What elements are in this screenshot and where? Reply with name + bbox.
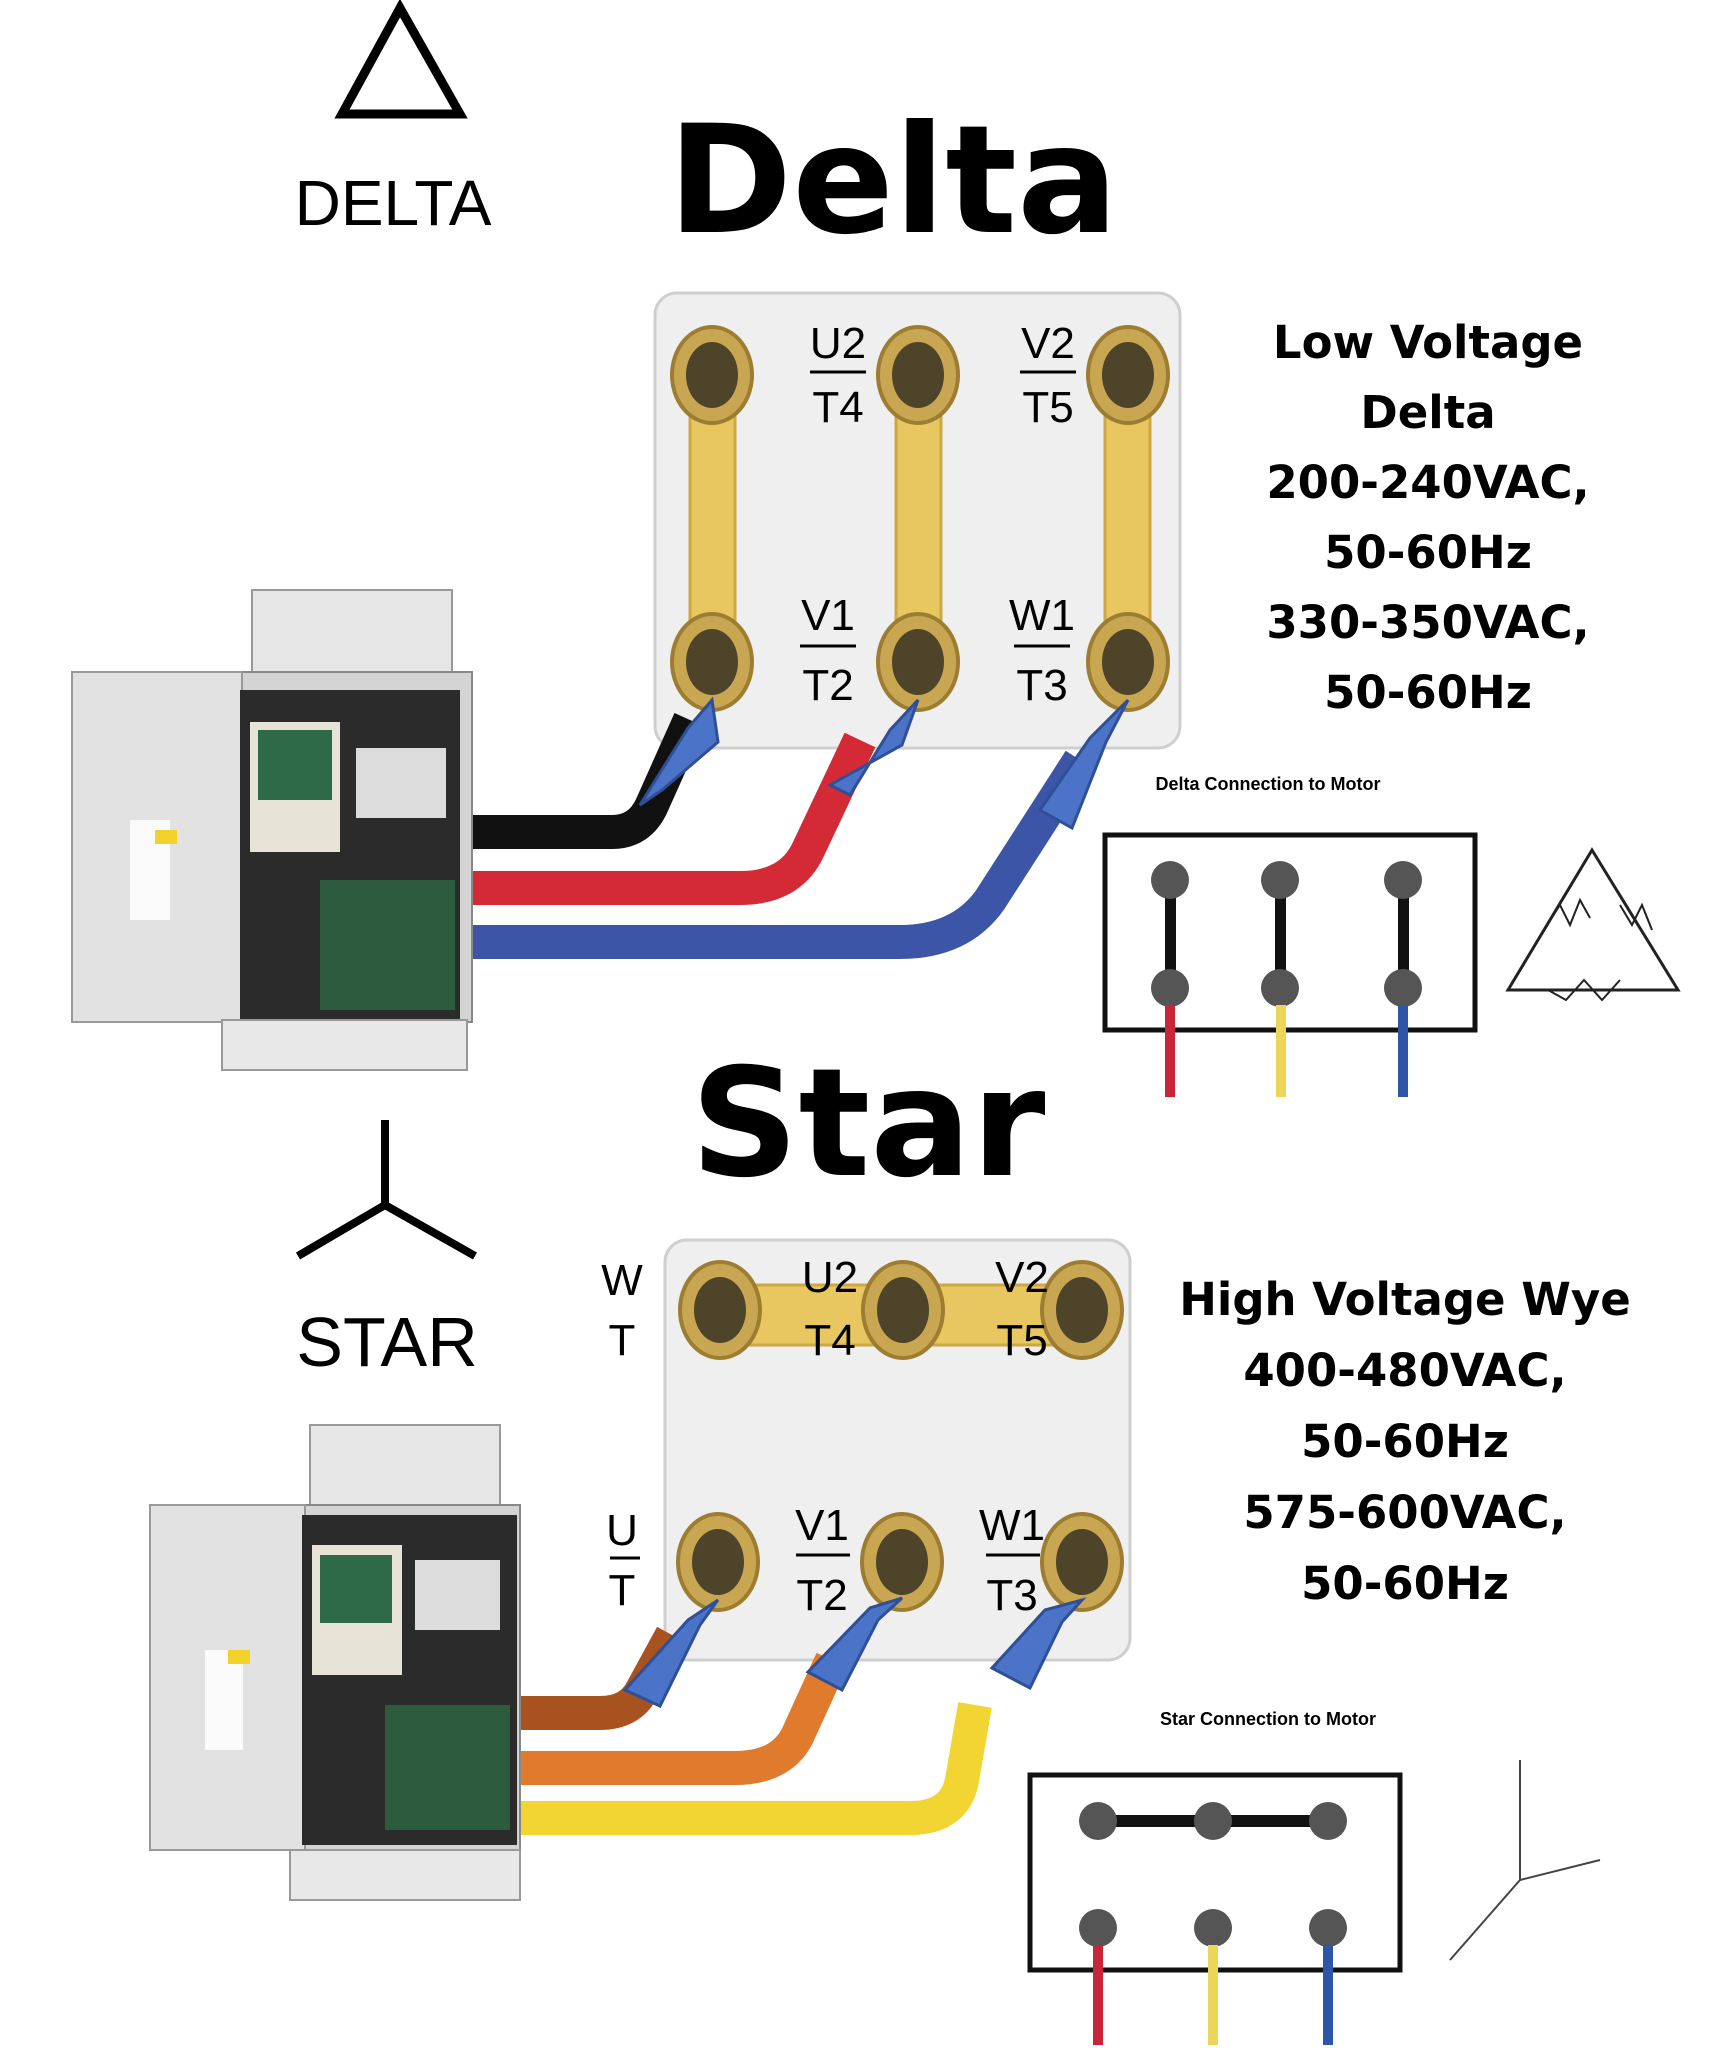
svg-text:50-60Hz: 50-60Hz — [1301, 1415, 1509, 1468]
delta-lug-1 — [638, 696, 720, 807]
svg-text:T5: T5 — [1022, 383, 1073, 432]
delta-terminal-bottom-3 — [1086, 612, 1170, 712]
star-label-v1-t2: V1 T2 — [795, 1501, 850, 1620]
star-lug-3 — [989, 1597, 1087, 1691]
delta-mini-caption: Delta Connection to Motor — [1156, 774, 1381, 794]
svg-text:U: U — [606, 1506, 638, 1555]
svg-text:V2: V2 — [995, 1253, 1049, 1302]
delta-terminal-top-1 — [670, 325, 754, 425]
star-section: STAR Star W T U T — [149, 1037, 1631, 2045]
star-terminal-bottom-1 — [676, 1512, 760, 1612]
svg-text:W: W — [601, 1256, 643, 1305]
svg-text:Delta: Delta — [1360, 386, 1495, 439]
delta-wire-black — [470, 713, 706, 849]
star-side-labels: W T U T — [601, 1256, 643, 1615]
delta-terminal-top-3 — [1086, 325, 1170, 425]
delta-label-v1-t2: V1 T2 — [800, 591, 856, 710]
svg-text:T: T — [609, 1316, 636, 1365]
svg-text:U2: U2 — [802, 1253, 858, 1302]
svg-text:50-60Hz: 50-60Hz — [1324, 666, 1532, 719]
star-terminal-bottom-3 — [1040, 1512, 1124, 1612]
delta-title: Delta — [668, 94, 1119, 268]
star-wire-yellow — [520, 1702, 992, 1835]
star-symbol-icon — [295, 1120, 477, 1260]
svg-text:High Voltage Wye: High Voltage Wye — [1179, 1273, 1630, 1326]
delta-lug-2 — [826, 698, 920, 797]
delta-label-w1-t3: W1 T3 — [1009, 591, 1075, 710]
delta-wire-blue — [470, 750, 1095, 959]
star-label-w1-t3: W1 T3 — [979, 1501, 1045, 1620]
svg-text:T3: T3 — [986, 1571, 1037, 1620]
star-label-v2-t5: V2 T5 — [995, 1253, 1049, 1365]
delta-wire-red — [470, 732, 876, 905]
delta-lug-3 — [1037, 698, 1130, 831]
star-spec-text: High Voltage Wye 400-480VAC, 50-60Hz 575… — [1179, 1273, 1630, 1610]
star-terminal-top-2 — [861, 1260, 945, 1360]
delta-symbol-icon — [334, 0, 468, 119]
delta-vfd-drive — [71, 589, 473, 1071]
star-terminal-bottom-2 — [860, 1512, 944, 1612]
svg-text:400-480VAC,: 400-480VAC, — [1243, 1344, 1566, 1397]
svg-text:V2: V2 — [1021, 319, 1075, 368]
star-symbol-label: STAR — [296, 1303, 478, 1381]
svg-text:50-60Hz: 50-60Hz — [1324, 526, 1532, 579]
svg-text:T4: T4 — [812, 383, 863, 432]
delta-terminal-bottom-1 — [670, 612, 754, 712]
svg-text:W1: W1 — [1009, 591, 1075, 640]
delta-section: DELTA Delta — [71, 0, 1681, 1097]
svg-text:V1: V1 — [795, 1501, 849, 1550]
svg-text:T3: T3 — [1016, 661, 1067, 710]
delta-spec-text: Low Voltage Delta 200-240VAC, 50-60Hz 33… — [1266, 316, 1589, 719]
star-vfd-drive — [149, 1424, 521, 1901]
svg-text:200-240VAC,: 200-240VAC, — [1266, 456, 1589, 509]
svg-text:Low Voltage: Low Voltage — [1273, 316, 1583, 369]
svg-text:T2: T2 — [796, 1571, 847, 1620]
svg-text:575-600VAC,: 575-600VAC, — [1243, 1486, 1566, 1539]
star-mini-caption: Star Connection to Motor — [1160, 1709, 1376, 1729]
svg-text:T4: T4 — [804, 1316, 855, 1365]
star-wire-orange — [520, 1652, 848, 1785]
svg-text:T2: T2 — [802, 661, 853, 710]
star-lug-2 — [805, 1596, 904, 1693]
svg-text:T: T — [609, 1566, 636, 1615]
svg-text:330-350VAC,: 330-350VAC, — [1266, 596, 1589, 649]
svg-text:U2: U2 — [810, 319, 866, 368]
svg-text:W1: W1 — [979, 1501, 1045, 1550]
star-lug-1 — [622, 1598, 720, 1708]
svg-text:T5: T5 — [996, 1316, 1047, 1365]
svg-text:V1: V1 — [801, 591, 855, 640]
delta-label-u2-t4: U2 T4 — [810, 319, 866, 432]
delta-terminal-top-2 — [876, 325, 960, 425]
star-terminal-top-1 — [678, 1260, 762, 1360]
star-title: Star — [691, 1037, 1046, 1211]
delta-label-v2-t5: V2 T5 — [1020, 319, 1076, 432]
star-terminal-top-3 — [1040, 1260, 1124, 1360]
delta-mini-diagram — [1102, 832, 1681, 1097]
svg-text:50-60Hz: 50-60Hz — [1301, 1557, 1509, 1610]
delta-terminal-bottom-2 — [876, 612, 960, 712]
star-label-u2-t4: U2 T4 — [802, 1253, 858, 1365]
delta-symbol-label: DELTA — [295, 167, 492, 239]
star-mini-diagram — [1027, 1760, 1601, 2045]
